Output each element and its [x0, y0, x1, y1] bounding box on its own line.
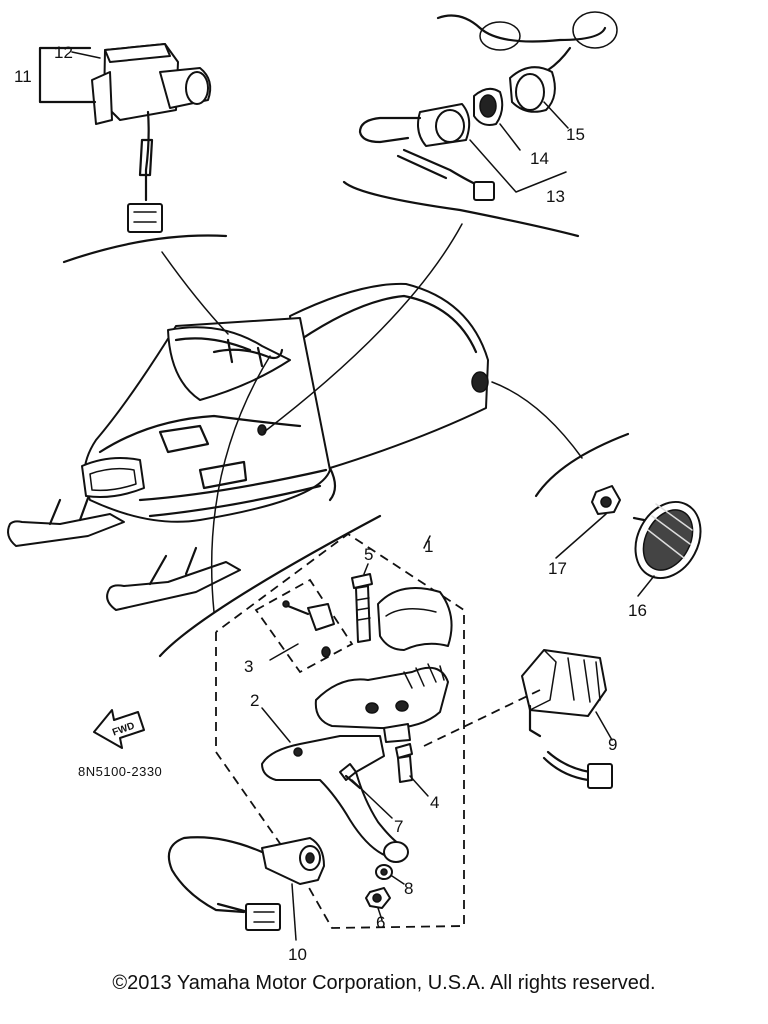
upper-clamp	[377, 587, 453, 651]
callout-16: 16	[628, 601, 647, 620]
callout-6: 6	[376, 913, 385, 932]
leader-light	[491, 381, 583, 459]
switch-housing-9	[521, 649, 613, 789]
main-switch-assembly	[358, 11, 618, 201]
snowmobile	[7, 282, 489, 611]
switch-3	[282, 600, 335, 658]
bolt-5	[351, 573, 373, 643]
forward-arrow-icon: FWD	[93, 709, 145, 749]
inset-arc-tail	[534, 432, 630, 498]
callout-15: 15	[566, 125, 585, 144]
diagram-code: 8N5100-2330	[78, 764, 162, 779]
callout-10: 10	[288, 945, 307, 964]
callout-13: 13	[546, 187, 565, 206]
callout-1: 1	[424, 537, 433, 556]
callout-11-bracket	[38, 46, 97, 104]
callout-12: 12	[54, 43, 73, 62]
inset-arc-lever	[158, 514, 382, 658]
callout-3: 3	[244, 657, 253, 676]
callout-17: 17	[548, 559, 567, 578]
callout-14: 14	[530, 149, 549, 168]
callout-7: 7	[394, 817, 403, 836]
inset-arc-left	[62, 234, 228, 264]
relay-assembly	[91, 43, 212, 233]
callout-4: 4	[430, 793, 439, 812]
lever-assembly-boundary	[215, 532, 465, 929]
leader-switch	[263, 223, 463, 433]
switch-sub-boundary	[254, 578, 354, 674]
tail-light-assembly	[591, 485, 702, 580]
callout-9: 9	[608, 735, 617, 754]
callout-5: 5	[364, 545, 373, 564]
callout-11: 11	[14, 67, 32, 86]
brake-switch-10	[167, 836, 325, 931]
copyright-notice: ©2013 Yamaha Motor Corporation, U.S.A. A…	[112, 972, 656, 994]
bolt-4	[395, 743, 413, 783]
leader-relay	[161, 251, 229, 335]
callout-8: 8	[404, 879, 413, 898]
callout-2: 2	[250, 691, 259, 710]
brake-lever-2	[261, 735, 409, 863]
leader-lever	[210, 355, 271, 613]
lever-holder	[314, 663, 449, 743]
inset-arc-right	[342, 180, 580, 238]
